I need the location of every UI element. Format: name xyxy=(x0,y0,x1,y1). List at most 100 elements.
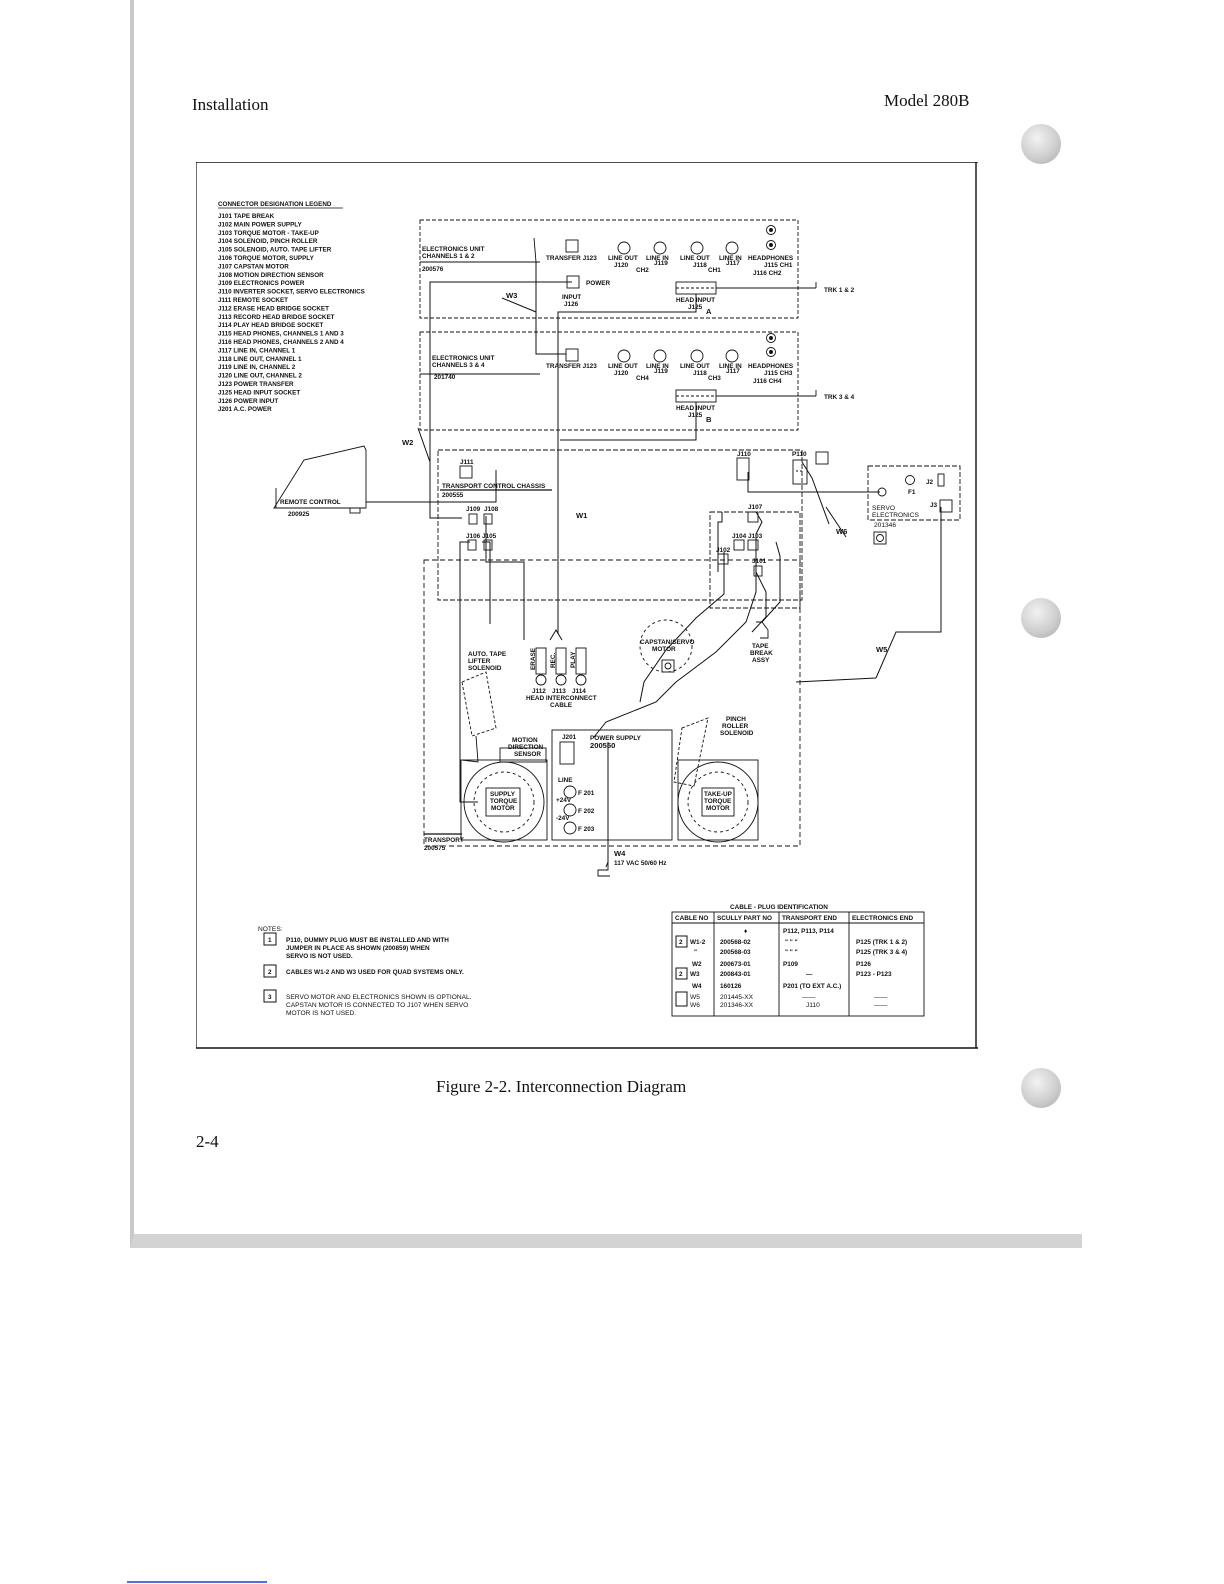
svg-text:J109: J109 xyxy=(466,506,481,513)
legend-item: J102 MAIN POWER SUPPLY xyxy=(218,221,303,228)
legend-item: J123 POWER TRANSFER xyxy=(218,381,294,388)
svg-text:LINE OUT: LINE OUT xyxy=(680,363,710,370)
svg-text:J115 CH3: J115 CH3 xyxy=(764,370,793,377)
svg-text:PLAY: PLAY xyxy=(570,651,577,668)
svg-text:" " ": " " " xyxy=(785,939,798,946)
svg-text:201740: 201740 xyxy=(434,374,456,381)
svg-text:200568-03: 200568-03 xyxy=(720,949,751,956)
svg-text:W4: W4 xyxy=(614,849,626,858)
svg-text:-24V: -24V xyxy=(556,815,570,822)
svg-text:LINE IN: LINE IN xyxy=(719,255,742,262)
svg-text:MOTOR: MOTOR xyxy=(706,805,730,812)
svg-text:J118: J118 xyxy=(693,262,707,269)
svg-text:F1: F1 xyxy=(908,489,916,496)
svg-text:200575: 200575 xyxy=(424,845,446,852)
svg-text:200568-02: 200568-02 xyxy=(720,939,751,946)
legend-item: J118 LINE OUT, CHANNEL 1 xyxy=(218,356,302,363)
svg-text:2: 2 xyxy=(679,971,683,978)
svg-text:J120: J120 xyxy=(614,262,629,269)
svg-text:J102: J102 xyxy=(716,547,731,554)
legend-item: J103 TORQUE MOTOR - TAKE-UP xyxy=(218,230,319,237)
svg-text:POWER: POWER xyxy=(586,280,611,287)
legend-item: J201 A.C. POWER xyxy=(218,406,272,413)
svg-text:CHANNELS 3 & 4: CHANNELS 3 & 4 xyxy=(432,362,485,369)
svg-text:W4: W4 xyxy=(692,983,702,990)
svg-text:B: B xyxy=(706,415,712,424)
svg-text:CH3: CH3 xyxy=(708,375,721,382)
legend-item: J109 ELECTRONICS POWER xyxy=(218,280,305,287)
svg-text:": " xyxy=(694,949,697,956)
svg-text:W6: W6 xyxy=(836,527,847,536)
svg-text:TRK 1 & 2: TRK 1 & 2 xyxy=(824,287,855,294)
svg-text:J117: J117 xyxy=(726,368,740,375)
svg-text:J108: J108 xyxy=(484,506,499,513)
svg-text:SERVO IS NOT USED.: SERVO IS NOT USED. xyxy=(286,953,353,960)
svg-text:P112, P113, P114: P112, P113, P114 xyxy=(783,928,834,935)
binder-hole xyxy=(1021,124,1061,164)
svg-text:J107: J107 xyxy=(748,504,763,511)
legend-item: J106 TORQUE MOTOR, SUPPLY xyxy=(218,255,315,262)
legend-item: J104 SOLENOID, PINCH ROLLER xyxy=(218,238,318,245)
svg-text:♦: ♦ xyxy=(744,928,748,935)
svg-text:J2: J2 xyxy=(926,479,934,486)
legend-item: J125 HEAD INPUT SOCKET xyxy=(218,389,300,396)
svg-text:POWER SUPPLY: POWER SUPPLY xyxy=(590,735,642,742)
svg-text:P125 (TRK 3 & 4): P125 (TRK 3 & 4) xyxy=(856,949,907,956)
binder-hole xyxy=(1021,1068,1061,1108)
legend-item: J119 LINE IN, CHANNEL 2 xyxy=(218,364,296,371)
svg-text:TORQUE: TORQUE xyxy=(490,798,518,805)
remote-part: 200925 xyxy=(288,511,310,518)
svg-text:SOLENOID: SOLENOID xyxy=(468,665,502,672)
svg-text:ELECTRONICS UNIT: ELECTRONICS UNIT xyxy=(422,246,485,253)
svg-text:MOTOR: MOTOR xyxy=(652,646,676,653)
svg-text:ELECTRONICS UNIT: ELECTRONICS UNIT xyxy=(432,355,495,362)
svg-text:1: 1 xyxy=(268,937,272,944)
svg-text:TRANSPORT END: TRANSPORT END xyxy=(782,915,837,922)
svg-text:HEADPHONES: HEADPHONES xyxy=(748,363,794,370)
chassis-labels: W2 J111 TRANSPORT CONTROL CHASSIS 200555… xyxy=(402,438,888,654)
svg-text:ERASE: ERASE xyxy=(530,647,537,670)
svg-text:TRANSFER J123: TRANSFER J123 xyxy=(546,363,597,370)
svg-text:REC.: REC. xyxy=(550,653,557,668)
legend-title: CONNECTOR DESIGNATION LEGEND xyxy=(218,201,332,208)
svg-text:—: — xyxy=(806,971,813,978)
svg-text:W1: W1 xyxy=(576,511,588,520)
electronics-unit-2-labels: ELECTRONICS UNIT CHANNELS 3 & 4 201740 T… xyxy=(432,355,855,424)
svg-text:MOTOR: MOTOR xyxy=(491,805,515,812)
transport-deck xyxy=(423,559,801,877)
svg-text:SERVO: SERVO xyxy=(872,505,895,512)
svg-text:200673-01: 200673-01 xyxy=(720,961,751,968)
electronics-unit-1-labels: ELECTRONICS UNIT CHANNELS 1 & 2 200576 T… xyxy=(422,246,855,316)
svg-text:TAKE-UP: TAKE-UP xyxy=(704,791,733,798)
svg-text:INPUT: INPUT xyxy=(562,294,581,301)
svg-text:TORQUE: TORQUE xyxy=(704,798,732,805)
svg-text:ASSY: ASSY xyxy=(752,657,770,664)
transfer-jack-j123 xyxy=(565,239,579,253)
svg-text:CABLE - PLUG IDENTIFICATION: CABLE - PLUG IDENTIFICATION xyxy=(730,904,828,911)
svg-text:+24V: +24V xyxy=(556,797,572,804)
section-title: Installation xyxy=(192,95,269,114)
svg-text:J3: J3 xyxy=(930,502,938,509)
svg-text:SENSOR: SENSOR xyxy=(514,751,541,758)
legend-item: J116 HEAD PHONES, CHANNELS 2 AND 4 xyxy=(218,339,344,346)
svg-text:LINE: LINE xyxy=(558,777,573,784)
svg-text:LINE IN: LINE IN xyxy=(646,255,669,262)
svg-text:W5: W5 xyxy=(876,645,888,654)
svg-text:CHANNELS 1 & 2: CHANNELS 1 & 2 xyxy=(422,253,475,260)
svg-text:CAPSTAN MOTOR IS CONNECTED TO: CAPSTAN MOTOR IS CONNECTED TO J107 WHEN … xyxy=(286,1002,468,1009)
electronics-unit-1 xyxy=(419,219,817,319)
notes: NOTES: 1 P110, DUMMY PLUG MUST BE INSTAL… xyxy=(258,926,472,1017)
svg-text:LINE OUT: LINE OUT xyxy=(608,255,638,262)
svg-text:AUTO. TAPE: AUTO. TAPE xyxy=(468,651,507,658)
svg-text:J103: J103 xyxy=(748,533,763,540)
svg-text:P125 (TRK 1 & 2): P125 (TRK 1 & 2) xyxy=(856,939,907,946)
svg-text:PINCH: PINCH xyxy=(726,716,746,723)
svg-text:201346: 201346 xyxy=(874,522,896,529)
svg-text:P110: P110 xyxy=(792,451,807,458)
svg-text:J104: J104 xyxy=(732,533,747,540)
svg-text:NOTES:: NOTES: xyxy=(258,926,283,933)
svg-text:HEAD INTERCONNECT: HEAD INTERCONNECT xyxy=(526,695,597,702)
svg-text:" " ": " " " xyxy=(785,949,798,956)
legend-item: J115 HEAD PHONES, CHANNELS 1 AND 3 xyxy=(218,331,344,338)
svg-text:P109: P109 xyxy=(783,961,798,968)
